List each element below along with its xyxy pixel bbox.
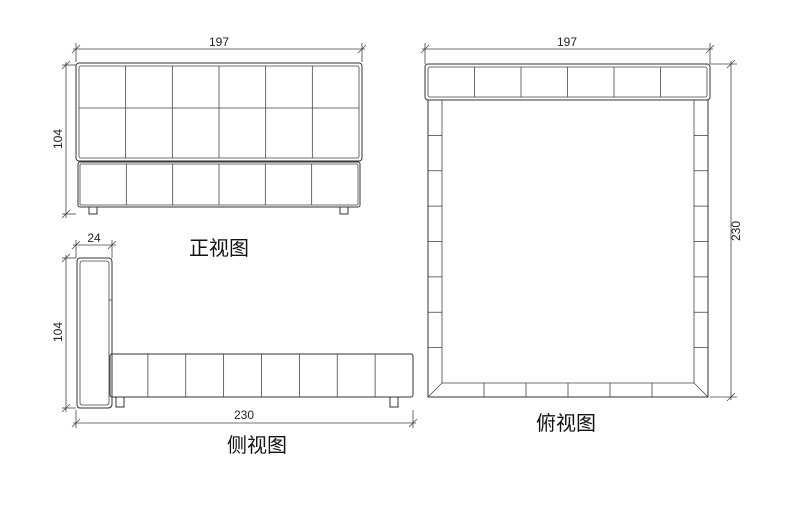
front-base: [77, 161, 361, 215]
top-view: 197 230 俯视图: [420, 35, 743, 435]
front-view-title: 正视图: [189, 236, 249, 260]
top-view-title: 俯视图: [536, 411, 596, 435]
side-view-title: 侧视图: [227, 433, 287, 457]
side-length-dimension: 230: [71, 408, 418, 428]
front-view: 197 104 正视图: [51, 35, 367, 260]
front-headboard: [75, 62, 363, 162]
side-thickness-dimension: 24: [71, 231, 117, 258]
side-thickness-label: 24: [87, 231, 101, 245]
side-height-label: 104: [51, 322, 65, 342]
side-base: [109, 353, 414, 408]
side-height-dimension: 104: [51, 253, 76, 413]
top-width-dimension: 197: [420, 35, 715, 64]
side-headboard: [76, 257, 113, 409]
top-frame: [427, 100, 709, 398]
top-length-dimension: 230: [710, 59, 743, 402]
front-height-dimension: 104: [51, 60, 76, 219]
top-width-label: 197: [557, 35, 577, 49]
side-length-label: 230: [234, 408, 254, 422]
front-height-label: 104: [51, 129, 65, 149]
side-view: 24 104 23: [51, 231, 418, 457]
front-width-dimension: 197: [71, 35, 367, 62]
front-width-label: 197: [209, 35, 229, 49]
top-length-label: 230: [729, 221, 743, 241]
top-headboard: [424, 63, 711, 101]
